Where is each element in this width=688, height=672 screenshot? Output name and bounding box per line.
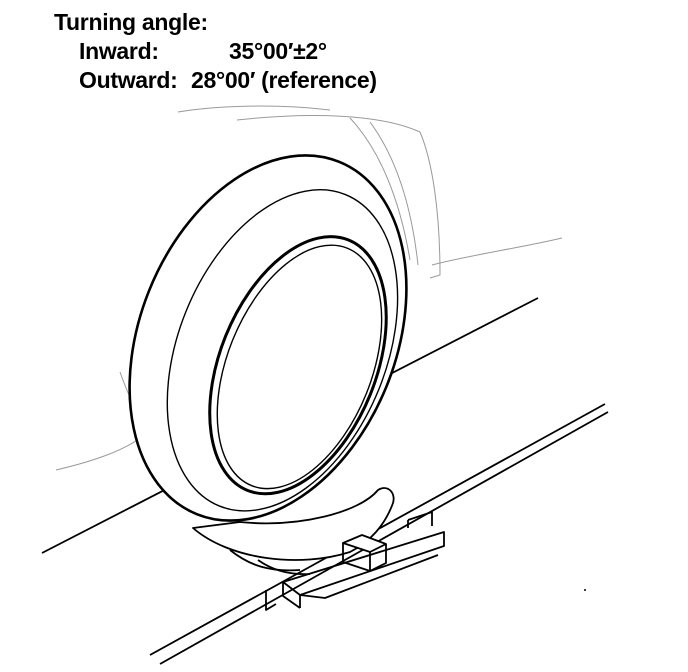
inward-value: 35°00′±2° [229, 38, 327, 64]
spec-title: Turning angle: [54, 9, 208, 35]
outward-label: Outward: [79, 67, 178, 93]
outward-spec-row: Outward: 28°00′ (reference) [79, 66, 377, 95]
outward-angle: 28°00′ [191, 67, 256, 93]
inward-spec-row: Inward: 35°00′±2° [79, 37, 377, 66]
turning-angle-spec: Turning angle: Inward: 35°00′±2° Outward… [54, 8, 377, 95]
floor-speck [584, 589, 586, 591]
outward-value: 28°00′ (reference) [191, 66, 377, 95]
turning-radius-gauge [192, 487, 445, 611]
outward-reference-note: (reference) [261, 67, 377, 93]
tire [128, 154, 408, 522]
inward-label: Inward: [79, 38, 159, 64]
